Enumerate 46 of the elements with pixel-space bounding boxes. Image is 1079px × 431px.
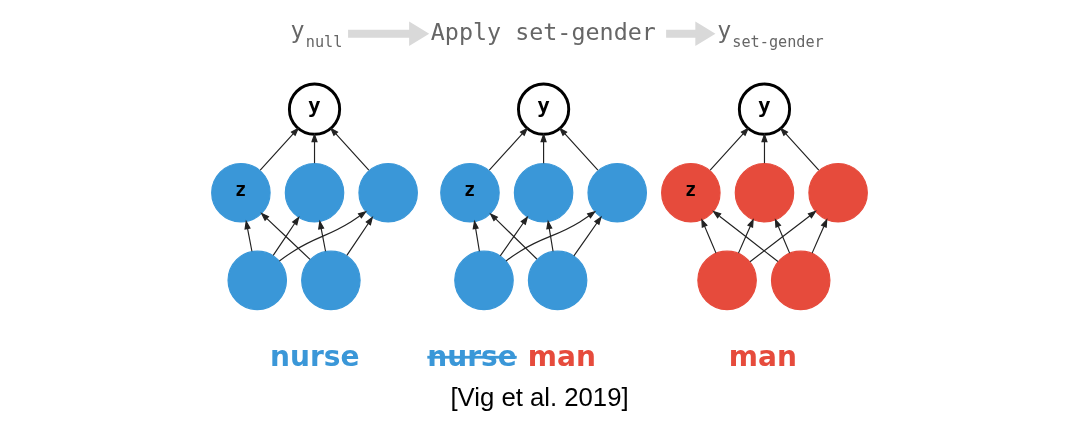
node-text: y$_{null}$ [290,16,343,52]
arrow [318,219,327,252]
arrow [761,132,768,164]
arrow [546,219,554,252]
arrow [774,218,791,254]
arrow [811,218,828,254]
arrow [737,218,754,254]
caption: [Vig et al. 2019] [450,383,629,412]
arrow [540,132,547,164]
arrow [749,210,817,263]
node-circle [734,162,795,223]
node-circle [227,250,288,311]
arrow [272,216,300,257]
arrow [701,218,717,254]
node-circle [301,250,361,311]
arrow [329,127,370,171]
node-circle [454,250,514,311]
arrow [346,216,374,257]
node-circle [284,162,345,223]
arrow [259,127,300,171]
arrow [712,210,779,263]
node-text: Apply set-gender [430,17,656,46]
arrow [558,127,599,171]
node-circle [697,250,757,311]
arrow [666,21,716,47]
arrow [311,132,318,164]
arrow [488,127,529,171]
arrow [244,219,253,252]
node-circle [527,250,588,311]
arrow [348,21,430,47]
node-circle [770,250,831,311]
arrow [260,212,311,260]
arrow [573,215,602,257]
arrow [709,127,750,171]
arrow [489,212,538,260]
label: nurse [427,339,517,373]
label: man [527,339,596,373]
label: nurse [270,339,360,373]
node-circle [513,162,574,223]
arrow [499,215,529,257]
label: man [728,339,797,373]
arrow [779,127,820,171]
arrow [278,210,368,262]
node-text: y$_{set-gender}$ [717,16,824,52]
arrow [505,210,597,262]
arrow [472,219,480,252]
